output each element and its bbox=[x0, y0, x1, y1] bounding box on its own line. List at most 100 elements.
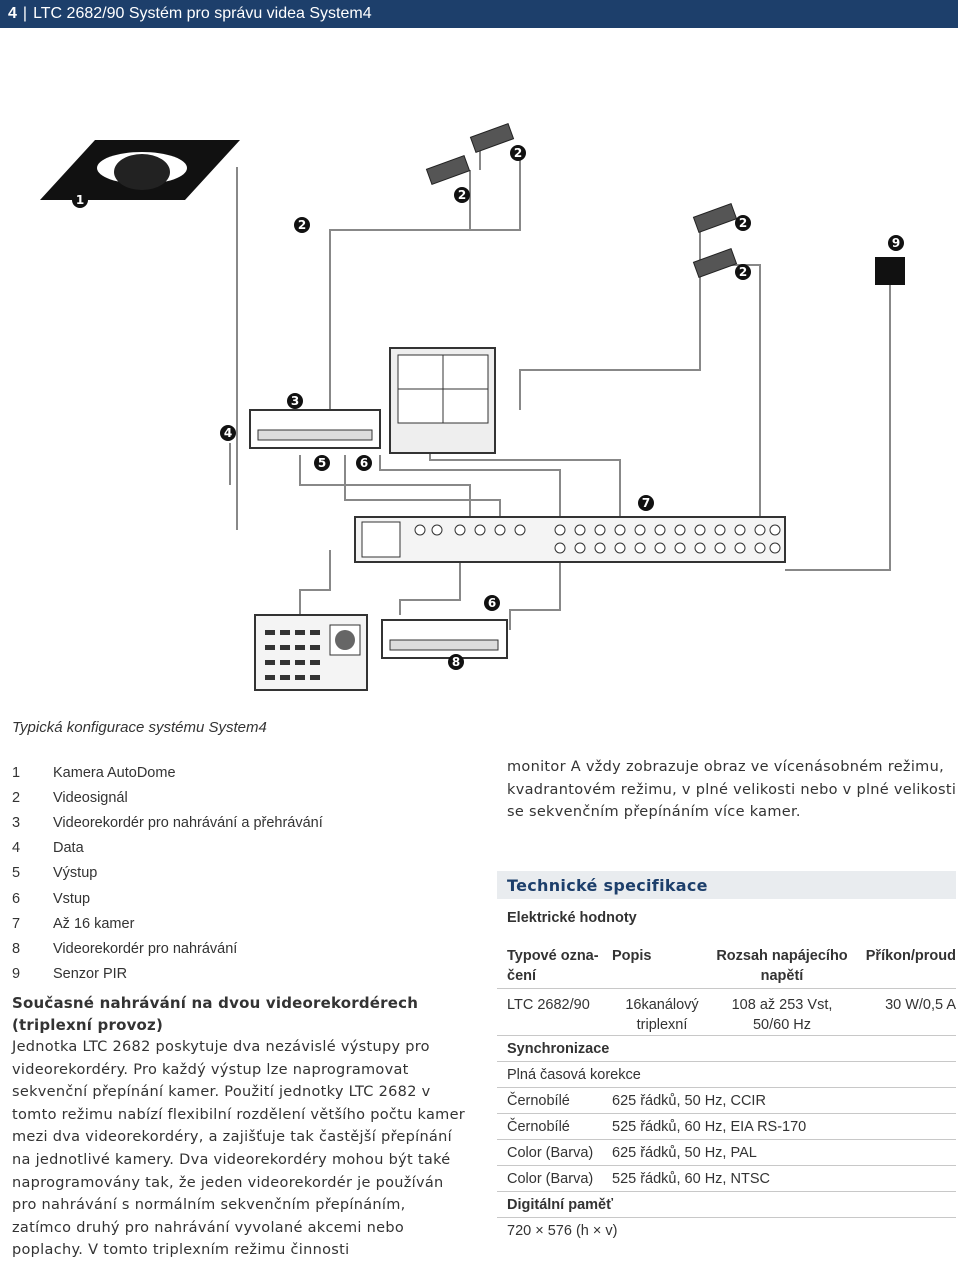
pir-sensor bbox=[875, 257, 905, 285]
specs-title-bar: Technické specifikace bbox=[497, 871, 956, 899]
legend-number: 4 bbox=[12, 840, 21, 857]
legend-label: Výstup bbox=[53, 865, 98, 882]
monitor-body: monitor A vždy zobrazuje obraz ve vícená… bbox=[507, 759, 957, 821]
legend-item: 1 Kamera AutoDome bbox=[12, 760, 472, 785]
legend-number: 7 bbox=[12, 915, 21, 932]
switcher-unit bbox=[354, 516, 786, 563]
svg-text:8: 8 bbox=[452, 655, 460, 669]
callout-5: 5 bbox=[314, 455, 330, 471]
legend-label: Videorekordér pro nahrávání bbox=[53, 940, 238, 957]
svg-text:1: 1 bbox=[76, 193, 84, 207]
legend-number: 1 bbox=[12, 764, 21, 781]
cell-type: LTC 2682/90 bbox=[507, 997, 590, 1013]
autodome-camera bbox=[40, 140, 240, 200]
legend-item: 3 Videorekordér pro nahrávání a přehráván… bbox=[12, 810, 472, 835]
col-type: Typové ozna- čení bbox=[507, 948, 599, 984]
table-row: Černobílé 625 řádků, 50 Hz, CCIR bbox=[497, 1088, 956, 1114]
legend-item: 9 Senzor PIR bbox=[12, 962, 472, 987]
svg-text:2: 2 bbox=[739, 265, 747, 279]
legend-number: 8 bbox=[12, 940, 21, 957]
sync-key: Color (Barva) bbox=[507, 1170, 594, 1187]
triplex-heading: Současné nahrávání na dvou videorekordér… bbox=[12, 994, 419, 1034]
legend-number: 6 bbox=[12, 890, 21, 907]
legend-number: 9 bbox=[12, 966, 21, 983]
svg-text:4: 4 bbox=[224, 426, 232, 440]
col-range: Rozsah napájecího napětí bbox=[716, 948, 848, 984]
header-separator: | bbox=[22, 5, 28, 22]
sync-value: 625 řádků, 50 Hz, CCIR bbox=[612, 1092, 766, 1109]
callout-2d: 2 bbox=[735, 215, 751, 231]
specs-title: Technické specifikace bbox=[507, 875, 708, 895]
electrical-subtitle: Elektrické hodnoty bbox=[507, 910, 637, 926]
right-column: monitor A vždy zobrazuje obraz ve vícená… bbox=[507, 756, 957, 824]
legend-number: 3 bbox=[12, 814, 21, 831]
legend-item: 6 Vstup bbox=[12, 886, 472, 911]
legend-label: Videorekordér pro nahrávání a přehrávání bbox=[53, 814, 323, 831]
page-number: 4 bbox=[8, 5, 17, 22]
callout-2e: 2 bbox=[735, 264, 751, 280]
legend-label: Až 16 kamer bbox=[53, 915, 135, 932]
page-header: 4 | LTC 2682/90 Systém pro správu videa … bbox=[0, 0, 958, 28]
callout-2c: 2 bbox=[510, 145, 526, 161]
svg-text:2: 2 bbox=[739, 216, 747, 230]
callout-4: 4 bbox=[220, 425, 236, 441]
sync-subheading: Plná časová korekce bbox=[497, 1062, 956, 1088]
cell-range: 108 až 253 Vst, 50/60 Hz bbox=[731, 997, 833, 1033]
legend-label: Senzor PIR bbox=[53, 966, 128, 983]
table-row: LTC 2682/90 16kanálový triplexní 108 až … bbox=[497, 989, 956, 1036]
legend-label: Kamera AutoDome bbox=[53, 764, 176, 781]
sync-key: Černobílé bbox=[507, 1092, 570, 1109]
svg-text:2: 2 bbox=[298, 218, 306, 232]
vcr-playback bbox=[249, 409, 381, 449]
callout-8: 8 bbox=[448, 654, 464, 670]
legend-item: 8 Videorekordér pro nahrávání bbox=[12, 936, 472, 961]
left-column: Současné nahrávání na dvou videorekordér… bbox=[12, 992, 467, 1262]
svg-text:7: 7 bbox=[642, 496, 650, 510]
table-row: Color (Barva) 525 řádků, 60 Hz, NTSC bbox=[497, 1166, 956, 1192]
sync-value: 525 řádků, 60 Hz, EIA RS-170 bbox=[612, 1118, 807, 1135]
table-header: Typové ozna- čení Popis Rozsah napájecíh… bbox=[497, 944, 956, 989]
cell-desc: 16kanálový triplexní bbox=[625, 997, 699, 1033]
system-diagram: 1 2 2 2 2 2 3 4 5 6 6 7 8 9 bbox=[40, 123, 905, 691]
legend-number: 5 bbox=[12, 865, 21, 882]
legend-item: 7 Až 16 kamer bbox=[12, 911, 472, 936]
cable-lines bbox=[229, 145, 891, 630]
svg-text:9: 9 bbox=[892, 236, 900, 250]
legend-label: Vstup bbox=[53, 890, 91, 907]
col-power: Příkon/proud bbox=[865, 948, 956, 964]
svg-text:2: 2 bbox=[514, 146, 522, 160]
triplex-body: Jednotka LTC 2682 poskytuje dva nezávisl… bbox=[12, 1039, 466, 1259]
callout-2a: 2 bbox=[294, 217, 310, 233]
table-row: Černobílé 525 řádků, 60 Hz, EIA RS-170 bbox=[497, 1114, 956, 1140]
col-desc: Popis bbox=[612, 948, 652, 964]
legend-item: 5 Výstup bbox=[12, 861, 472, 886]
table-row: Color (Barva) 625 řádků, 50 Hz, PAL bbox=[497, 1140, 956, 1166]
memory-heading: Digitální paměť bbox=[497, 1192, 956, 1218]
callout-2b: 2 bbox=[454, 187, 470, 203]
specs-table: Typové ozna- čení Popis Rozsah napájecíh… bbox=[497, 944, 956, 1243]
legend-label: Data bbox=[53, 840, 84, 857]
header-title: LTC 2682/90 Systém pro správu videa Syst… bbox=[33, 5, 372, 22]
svg-text:6: 6 bbox=[488, 596, 496, 610]
svg-text:2: 2 bbox=[458, 188, 466, 202]
sync-heading: Synchronizace bbox=[497, 1036, 956, 1062]
callout-6a: 6 bbox=[356, 455, 372, 471]
monitor bbox=[389, 347, 496, 454]
camera-icons bbox=[425, 123, 738, 278]
callout-3: 3 bbox=[287, 393, 303, 409]
callout-7: 7 bbox=[638, 495, 654, 511]
callout-6b: 6 bbox=[484, 595, 500, 611]
cell-power: 30 W/0,5 A bbox=[885, 997, 956, 1013]
legend-label: Videosignál bbox=[53, 789, 128, 806]
svg-text:3: 3 bbox=[291, 394, 299, 408]
sync-key: Černobílé bbox=[507, 1118, 570, 1135]
callout-9: 9 bbox=[888, 235, 904, 251]
legend-item: 4 Data bbox=[12, 836, 472, 861]
sync-value: 625 řádků, 50 Hz, PAL bbox=[612, 1144, 757, 1161]
figure-caption: Typická konfigurace systému System4 bbox=[12, 719, 267, 736]
callout-markers: 1 2 2 2 2 2 3 4 5 6 6 7 8 9 bbox=[72, 145, 904, 670]
sync-value: 525 řádků, 60 Hz, NTSC bbox=[612, 1170, 770, 1187]
sync-key: Color (Barva) bbox=[507, 1144, 594, 1161]
